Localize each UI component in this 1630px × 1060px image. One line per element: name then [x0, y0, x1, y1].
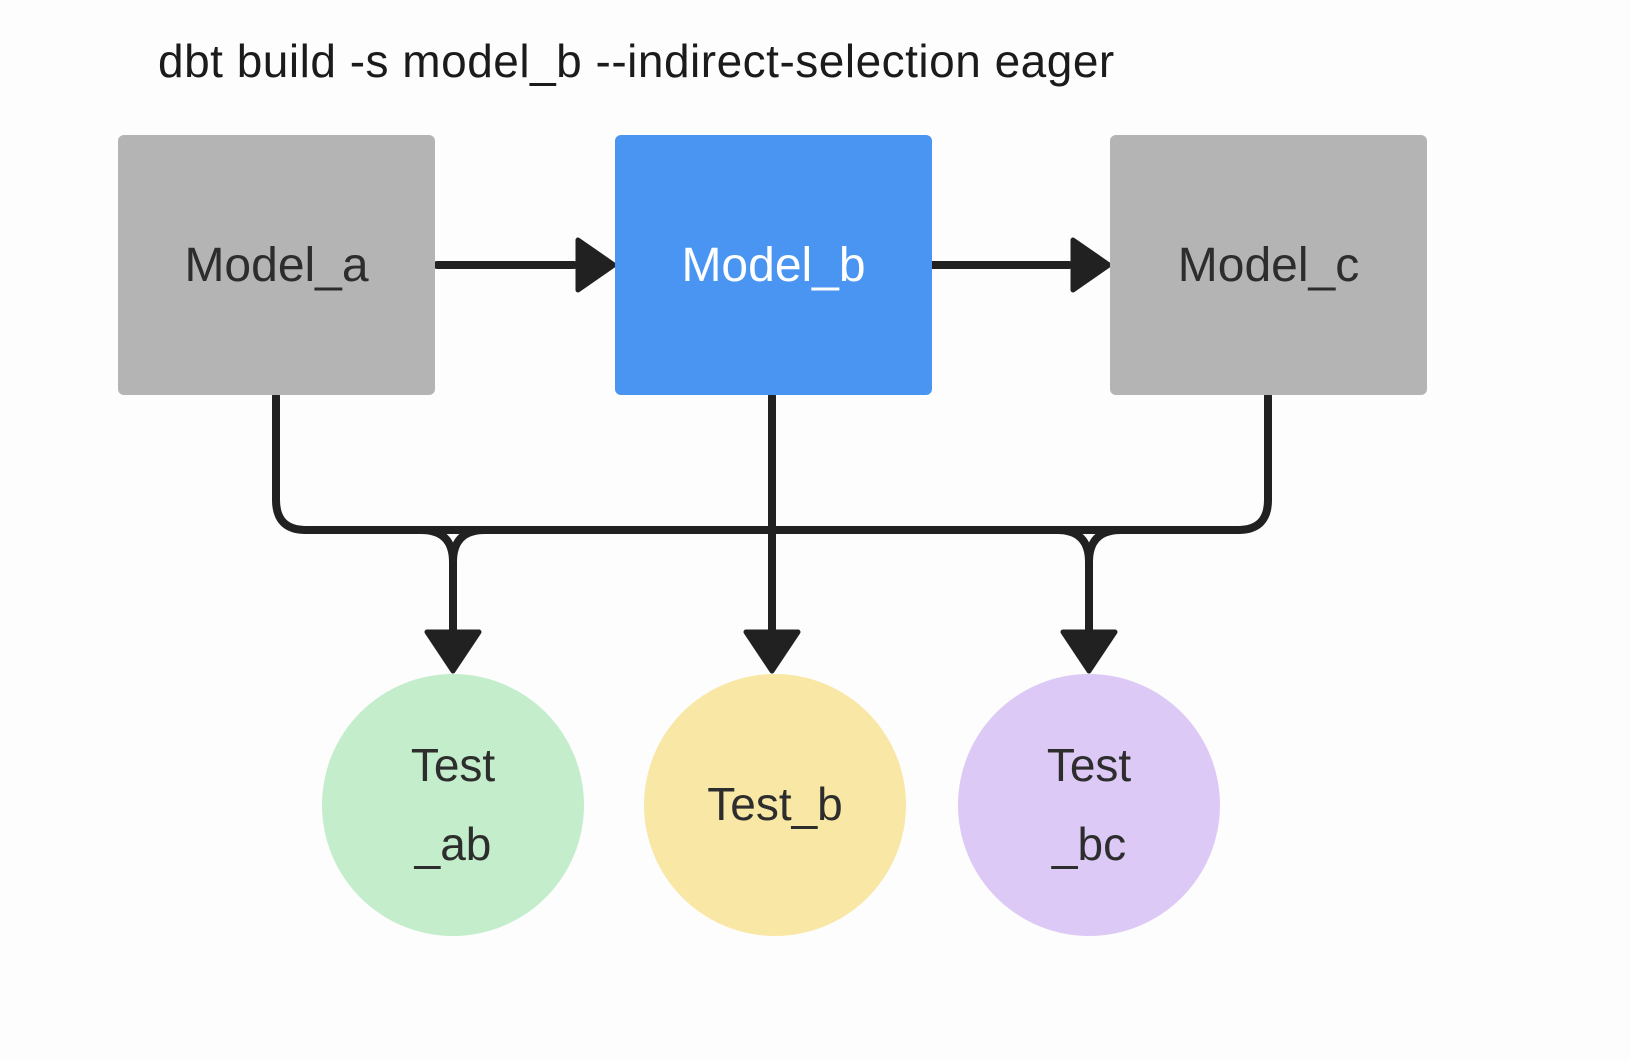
test-bc-label-line2: _bc	[1051, 818, 1127, 870]
test-bc-label-line1: Test	[1046, 738, 1132, 791]
model-a-node: Model_a	[118, 135, 435, 395]
arrowhead-model-b	[575, 237, 617, 293]
arrowhead-test-bc	[1060, 629, 1118, 674]
model-b-node: Model_b	[615, 135, 932, 395]
model-c-node: Model_c	[1110, 135, 1427, 395]
model-b-label: Model_b	[681, 238, 866, 292]
edge-bus-to-test-bc	[1053, 526, 1125, 638]
arrowhead-test-b	[743, 629, 801, 674]
test-ab-label-line2: _ab	[414, 818, 492, 870]
edge-test-bus	[272, 392, 1272, 534]
diagram-title: dbt build -s model_b --indirect-selectio…	[158, 35, 1115, 87]
edge-bus-to-test-ab	[417, 526, 489, 638]
test-ab-node: Test _ab	[322, 674, 584, 936]
model-c-label: Model_c	[1177, 238, 1360, 292]
test-b-label: Test_b	[707, 778, 843, 831]
test-b-node: Test_b	[644, 674, 906, 936]
test-bc-node: Test _bc	[958, 674, 1220, 936]
arrowhead-test-ab	[424, 629, 482, 674]
model-a-label: Model_a	[184, 238, 369, 292]
arrowhead-model-c	[1070, 237, 1112, 293]
test-ab-label-line1: Test	[410, 738, 496, 791]
